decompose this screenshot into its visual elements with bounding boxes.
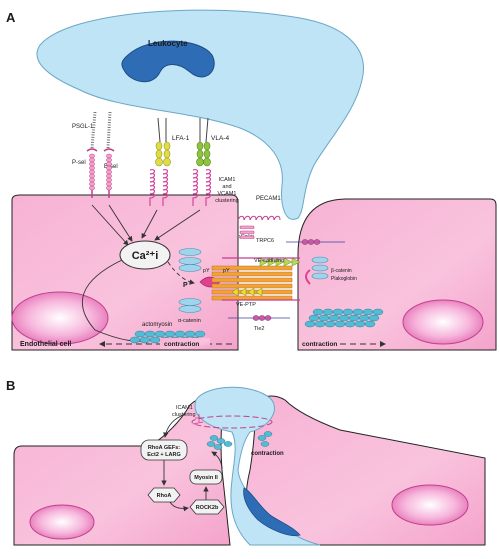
contraction-b-label: contraction <box>251 451 284 457</box>
leukocyte-b-nucleus <box>243 487 301 537</box>
contraction-label-bg-left <box>160 338 210 349</box>
tie2-label: Tie2 <box>254 326 265 332</box>
actomyosin-b <box>206 431 273 450</box>
icam-b-line1: ICAM1 <box>176 405 193 411</box>
psel-label: P-sel <box>72 160 86 166</box>
leukocyte-label: Leukocyte <box>148 39 188 48</box>
phospho-p-label: P <box>183 282 188 289</box>
calcium-oval <box>119 240 171 270</box>
rhoa-hexagon <box>147 487 181 503</box>
leukocyte-body <box>36 9 364 220</box>
psgl1-label: PSGL-1 <box>72 124 94 130</box>
psgl1-ligand-1 <box>90 111 97 149</box>
junction-ring-b <box>191 415 273 429</box>
pecam1-label: PECAM1 <box>256 196 281 202</box>
alpha-catenin-label: α-catenin <box>178 318 201 324</box>
vcam1-receptor <box>192 169 212 206</box>
myosin-label: Myosin II <box>194 475 218 481</box>
trpc6-channel <box>239 225 255 239</box>
signal-arrows-to-calcium <box>91 204 201 246</box>
contraction-label-left: contraction <box>164 341 199 348</box>
panel-a-letter: A <box>6 10 16 25</box>
myosin-box <box>189 469 223 485</box>
p-selectin <box>86 148 98 198</box>
right-cell-receptor <box>286 239 345 245</box>
actomyosin-label: actomyosin <box>142 322 172 328</box>
lfa1-integrin <box>155 117 171 167</box>
plakoglobin-label: Plakoglobin <box>331 276 357 282</box>
rhoa-gefs-line2: Ect2 + LARG <box>147 452 180 458</box>
nucleus-b-left <box>29 504 95 540</box>
rhoa-label: RhoA <box>157 493 172 499</box>
endothelial-cell-label: Endothelial cell <box>20 341 71 348</box>
icam-vcam-line1: ICAM1 <box>219 177 236 183</box>
pecam1-coil <box>237 215 281 221</box>
py-label-2: pY <box>223 268 230 274</box>
ve-ptp-label: VE-PTP <box>236 302 256 308</box>
nucleus-left <box>11 291 109 345</box>
calcium-label: Ca²⁺i <box>132 250 159 262</box>
junction-complex <box>178 248 329 313</box>
psgl1-ligand-2 <box>106 111 112 149</box>
contraction-label-right: contraction <box>302 341 337 348</box>
panel-b-letter: B <box>6 378 15 393</box>
icam-vcam-line3: VCAM1 <box>218 191 237 197</box>
icam1-receptor <box>149 169 169 206</box>
rhoa-gefs-line1: RhoA GEFs: <box>148 445 180 451</box>
icam-vcam-line4: clustering <box>215 198 239 204</box>
nucleus-b-right <box>391 484 469 526</box>
rock-hexagon <box>189 499 225 515</box>
leukocyte-nucleus <box>121 40 215 83</box>
ve-cadherin-label: VE-cadherin <box>254 258 284 264</box>
calcium-to-junction-arrow <box>167 261 195 285</box>
e-selectin <box>103 148 115 198</box>
actomyosin-fibers-right <box>304 308 384 328</box>
beta-catenin-label: β-catenin <box>331 268 352 274</box>
tie2-receptor <box>228 315 290 321</box>
nucleus-right <box>402 299 484 345</box>
lfa1-label: LFA-1 <box>172 135 190 142</box>
icam-cluster-b <box>192 414 204 425</box>
pathway-arrows-b <box>161 413 223 512</box>
icam-vcam-line2: and <box>222 184 231 190</box>
py-label-1: pY <box>203 268 210 274</box>
vla4-label: VLA-4 <box>211 135 229 142</box>
vla4-integrin <box>196 117 211 167</box>
rock-label: ROCK2b <box>196 505 219 511</box>
trpc6-label: TRPC6 <box>256 238 274 244</box>
